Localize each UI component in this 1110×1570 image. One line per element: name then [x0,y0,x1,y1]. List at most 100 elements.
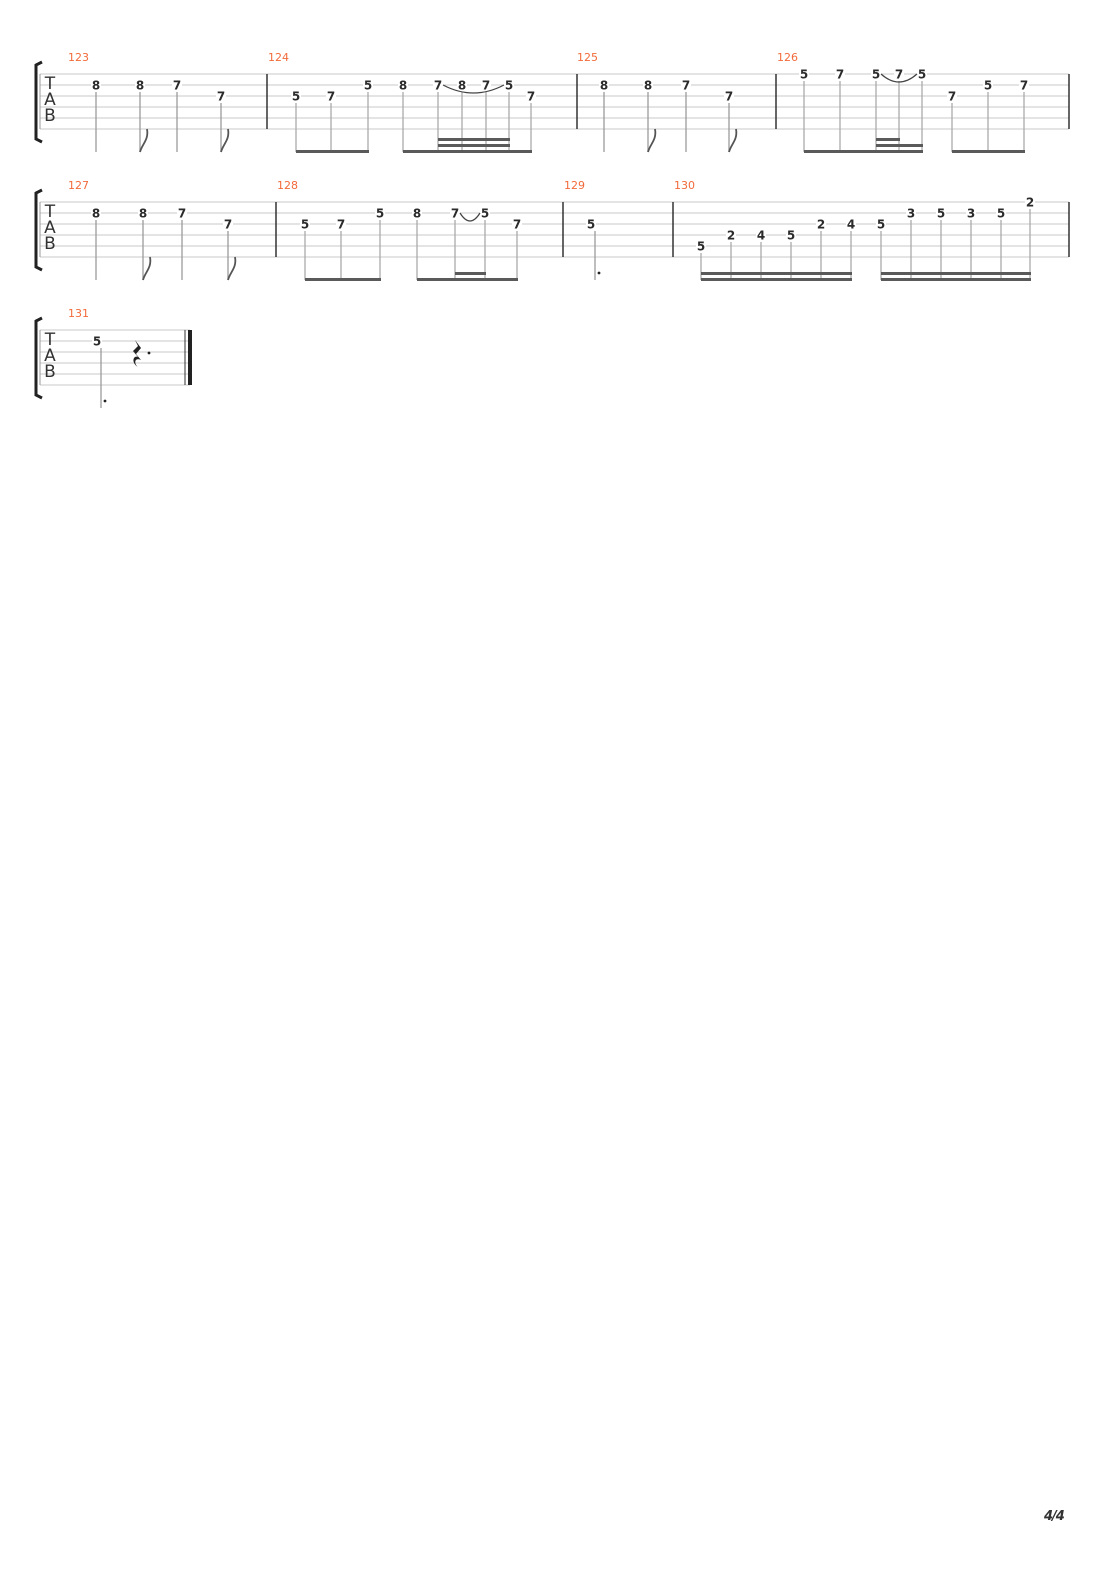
beam [305,278,381,281]
eighth-flag [220,128,230,153]
fret-background [726,229,736,241]
fret-background [917,68,927,80]
fret-background [643,79,653,91]
fret-background [512,218,522,230]
fret-number: 7 [451,207,459,221]
fret-background [138,207,148,219]
fret-background [457,79,467,91]
beam [881,278,1031,281]
fret-background [966,207,976,219]
fret-number: 8 [413,207,421,221]
fret-number: 7 [513,218,521,232]
fret-number: 5 [292,90,300,104]
fret-background [846,218,856,230]
fret-background [135,79,145,91]
fret-background [996,207,1006,219]
fret-number: 7 [1020,79,1028,93]
fret-background [172,79,182,91]
beam-secondary [438,138,510,141]
fret-number: 8 [399,79,407,93]
fret-number: 7 [895,68,903,82]
fret-number: 8 [458,79,466,93]
fret-number: 5 [364,79,372,93]
fret-number: 7 [337,218,345,232]
tab-clef-letter: A [44,90,56,110]
fret-background [816,218,826,230]
fret-number: 2 [727,229,735,243]
fret-background [906,207,916,219]
fret-number: 8 [92,207,100,221]
fret-background [480,207,490,219]
fret-background [504,79,514,91]
fret-number: 8 [136,79,144,93]
eighth-flag [647,128,657,153]
fret-number: 7 [217,90,225,104]
tab-clef-letter: A [44,218,56,238]
fret-background [216,90,226,102]
eighth-flag [139,128,149,153]
fret-number: 7 [434,79,442,93]
fret-number: 5 [997,207,1005,221]
fret-number: 7 [836,68,844,82]
fret-background [177,207,187,219]
fret-background [724,90,734,102]
fret-background [983,79,993,91]
tab-clef-letter: A [44,346,56,366]
fret-number: 7 [327,90,335,104]
fret-background [526,90,536,102]
fret-background [91,79,101,91]
fret-background [223,218,233,230]
fret-background [92,335,102,347]
fret-number: 5 [787,229,795,243]
fret-background [363,79,373,91]
measure-number: 125 [577,51,598,64]
system-bracket [34,316,43,400]
fret-background [398,79,408,91]
tab-clef-letter: T [44,330,56,350]
measure-number: 131 [68,307,89,320]
measure-number: 127 [68,179,89,192]
beam [701,278,852,281]
fret-number: 7 [173,79,181,93]
fret-number: 5 [918,68,926,82]
fret-number: 8 [600,79,608,93]
beam [296,150,369,153]
fret-number: 2 [1026,196,1034,210]
tab-clef-letter: T [44,202,56,222]
beam-secondary [701,272,852,275]
slur [459,212,481,222]
fret-background [91,207,101,219]
fret-background [1025,196,1035,208]
fret-number: 5 [505,79,513,93]
beam-secondary [881,272,1031,275]
fret-number: 5 [587,218,595,232]
fret-number: 5 [376,207,384,221]
tab-clef-letter: B [44,234,56,254]
fret-number: 5 [800,68,808,82]
measure-number: 129 [564,179,585,192]
slur [442,84,505,94]
fret-background [696,240,706,252]
fret-number: 4 [757,229,765,243]
fret-number: 5 [872,68,880,82]
slur [880,73,918,83]
duration-dot [597,271,601,275]
beam-secondary [455,272,486,275]
eighth-flag [142,256,152,281]
fret-background [681,79,691,91]
quarter-rest-icon [133,340,141,367]
tab-clef-letter: T [44,74,56,94]
fret-number: 5 [697,240,705,254]
final-barline-thick [188,330,192,385]
fret-background [786,229,796,241]
fret-number: 7 [948,90,956,104]
tab-clef-letter: B [44,106,56,126]
